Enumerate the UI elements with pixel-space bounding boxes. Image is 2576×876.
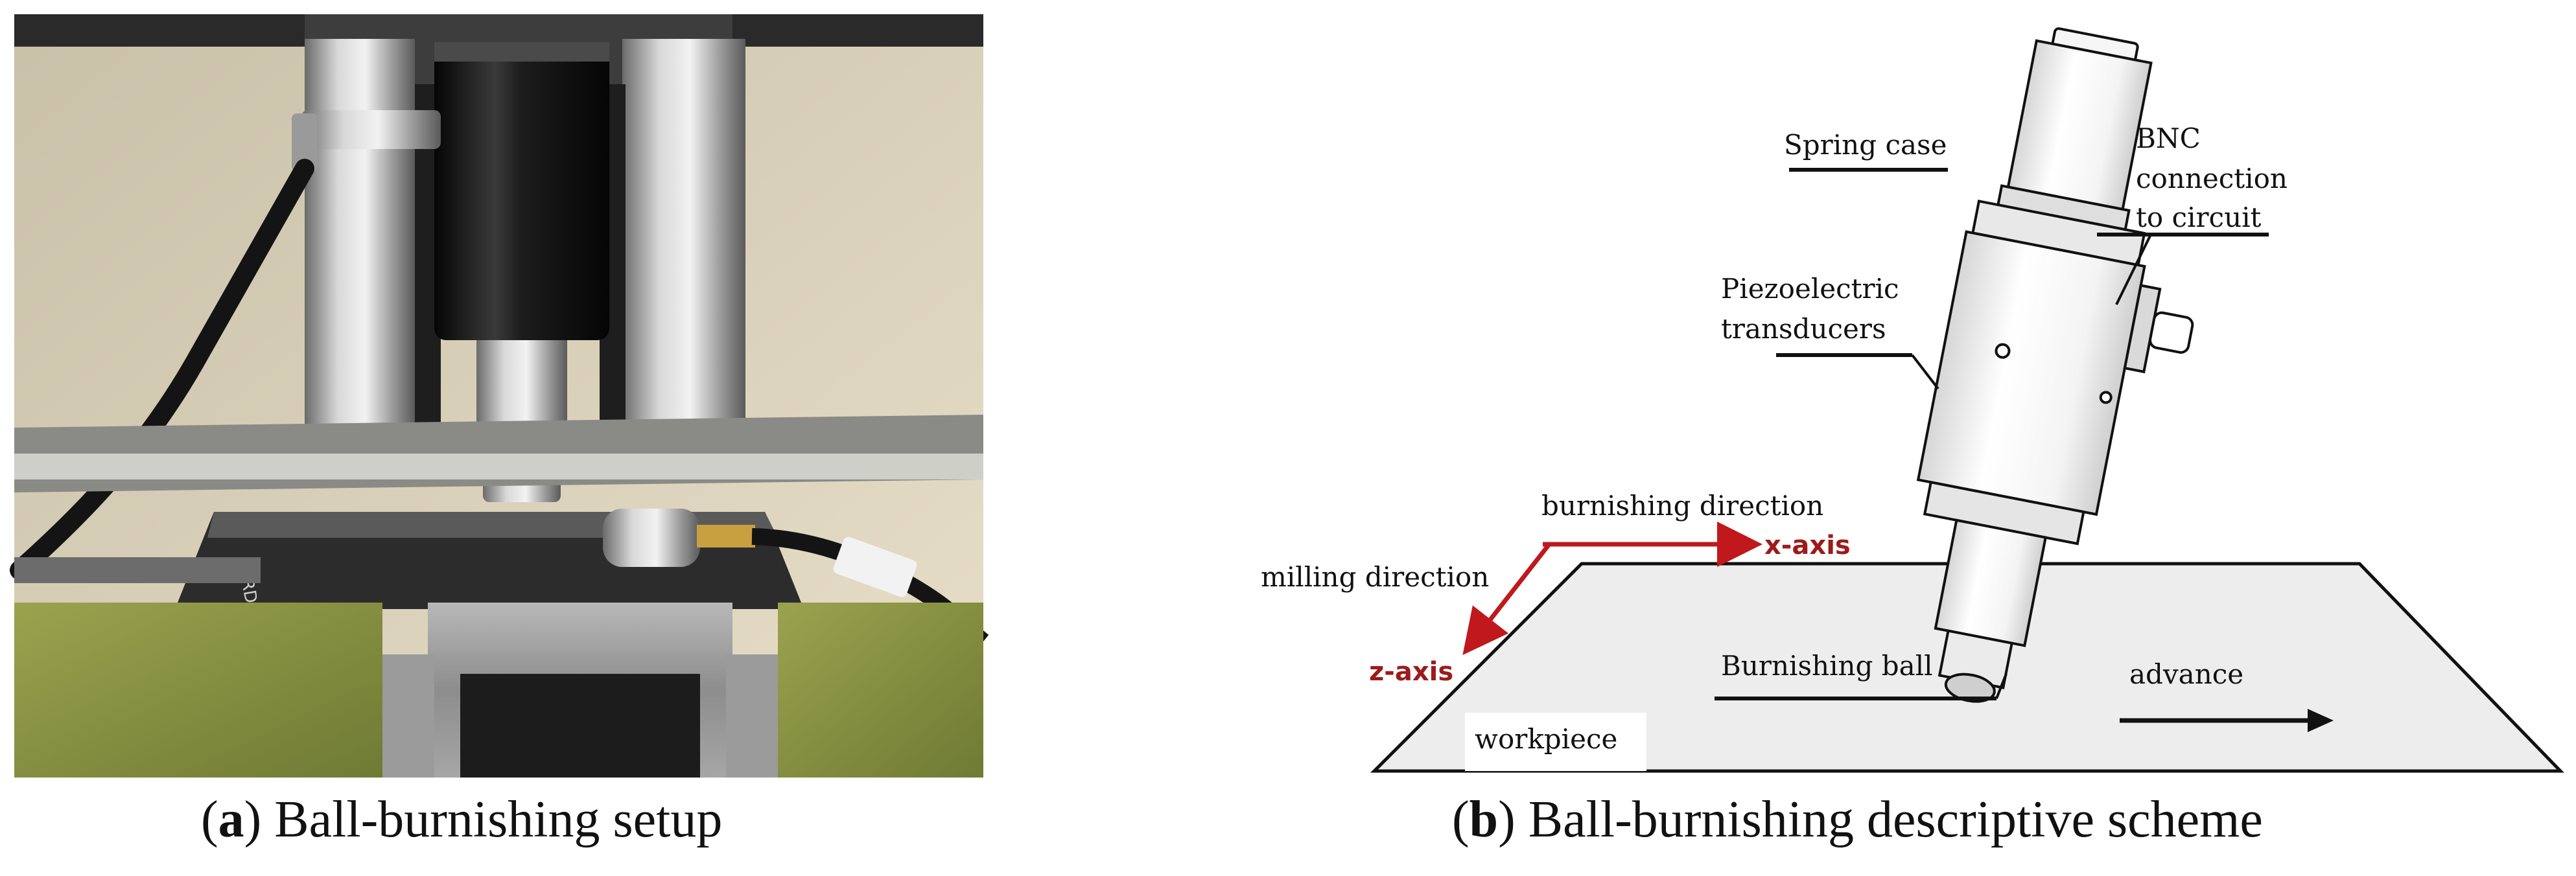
bnc-connector [301,110,441,149]
burnishing-ball-shape [1944,673,1996,703]
panel-a-photo: FRD [10,14,989,778]
advance-arrow-head [2308,709,2334,732]
label-piezo-line1: Piezoelectric [1721,273,1899,305]
caption-b: (b) Ball-burnishing descriptive scheme [1452,791,2263,848]
machine-base-right [778,603,983,778]
caption-b-text: Ball-burnishing descriptive scheme [1528,791,2263,848]
bnc-elbow [292,113,318,172]
caption-a-text: Ball-burnishing setup [274,791,723,848]
label-workpiece: workpiece [1475,723,1617,755]
burnishing-tool [1916,27,2194,703]
label-burnishing-ball: Burnishing ball [1721,650,1933,682]
tool-body-collar [434,42,609,62]
table-ledge [14,557,261,583]
panel-b-scheme: Spring case BNC connection to circuit Pi… [1261,27,2564,773]
tool-black-body [434,42,609,340]
housing-screw-2 [2099,391,2113,404]
vise-opening [460,674,700,778]
accelerometer [603,509,700,567]
z-axis-arrow[interactable] [1462,542,1551,656]
label-x-axis: x-axis [1764,531,1851,560]
workpiece-label-box [1465,713,1646,771]
leader-piezo-diag [1911,354,1939,390]
caption-b-letter: b [1469,791,1499,848]
cable-label-tape [833,536,917,597]
transducer-housing [1916,230,2146,516]
label-bnc-line2: connection [2136,163,2288,194]
spring-case-cylinder [2006,39,2153,211]
label-bnc-line1: BNC [2136,122,2201,154]
caption-a-letter: a [218,791,244,848]
leader-bnc-diag [2115,234,2152,305]
housing-screw [1995,343,2011,359]
leader-ball-diag [1995,673,2008,699]
caption-a: (a) Ball-burnishing setup [201,791,723,848]
tool-steel-shaft [476,340,567,431]
machine-base-left [14,603,382,778]
label-burnishing-direction: burnishing direction [1541,490,1823,522]
vise-side-right [726,654,778,778]
signal-cable-left [10,159,314,580]
label-milling-direction: milling direction [1261,561,1489,593]
label-advance: advance [2129,658,2243,690]
table-rail-light [14,454,983,479]
vise-side-left [382,654,434,778]
label-spring-case: Spring case [1784,129,1947,161]
left-column-plate [305,39,415,441]
label-z-axis: z-axis [1369,657,1453,687]
bnc-plug [2149,311,2194,354]
accelerometer-connector [697,525,755,548]
right-column-plate [622,39,745,441]
label-piezo-line2: transducers [1721,313,1886,345]
label-bnc-line3: to circuit [2136,202,2262,233]
tool-shank [1934,518,2048,647]
